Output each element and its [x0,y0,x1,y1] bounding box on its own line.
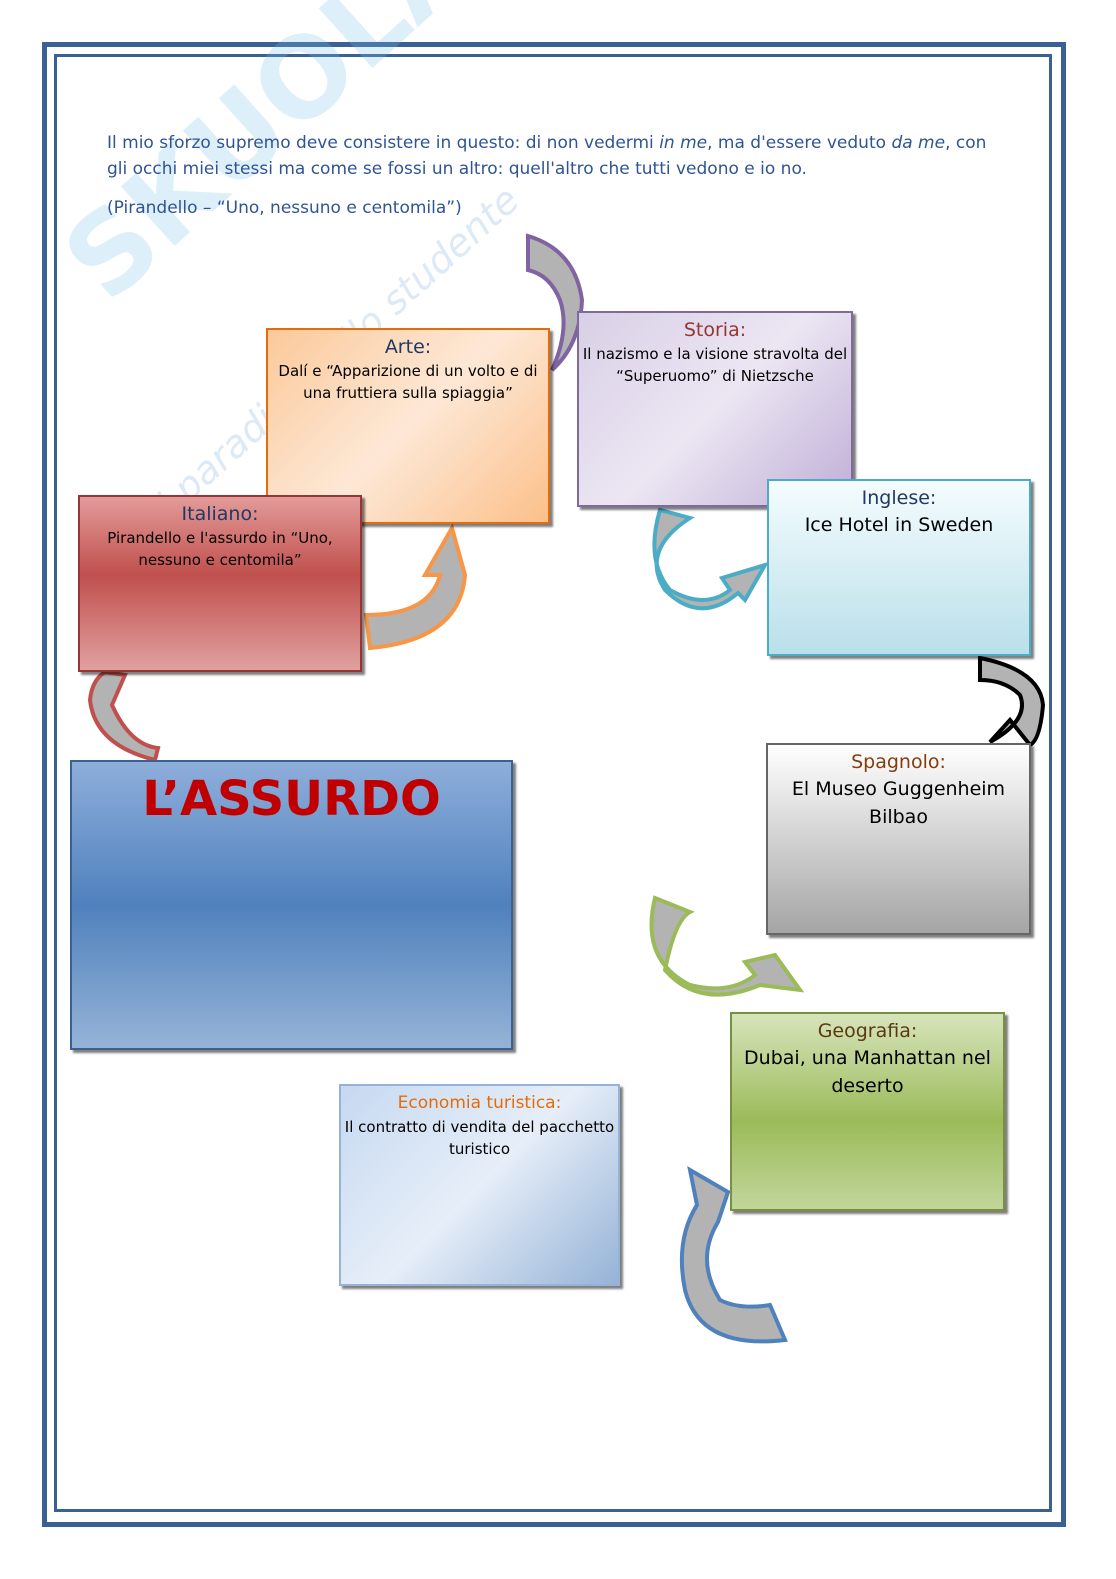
arrow-orange [363,522,468,651]
box-assurdo: L’ASSURDO [70,760,513,1050]
box-italiano: Italiano:Pirandello e l'assurdo in “Uno,… [78,495,362,672]
box-geografia: Geografia:Dubai, una Manhattan nel deser… [730,1012,1005,1211]
arrow-green [649,895,805,997]
arrow-blue [679,1166,788,1344]
quote-citation: (Pirandello – “Uno, nessuno e centomila”… [107,198,462,218]
box-economia: Economia turistica:Il contratto di vendi… [339,1084,620,1286]
box-spagnolo: Spagnolo:El Museo Guggenheim Bilbao [766,743,1031,935]
arrow-black [978,655,1046,748]
arrow-purple [526,233,585,372]
arrow-red [87,669,161,763]
page-border-outer [42,42,1066,1527]
quote-text: Il mio sforzo supremo deve consistere in… [107,133,987,179]
arrow-cyan [652,507,770,611]
box-storia: Storia:Il nazismo e la visione stravolta… [577,311,853,507]
page-border-inner [54,54,1052,1512]
central-title: L’ASSURDO [142,771,441,827]
box-arte: Arte:Dalí e “Apparizione di un volto e d… [266,328,550,524]
box-inglese: Inglese:Ice Hotel in Sweden [767,479,1031,656]
